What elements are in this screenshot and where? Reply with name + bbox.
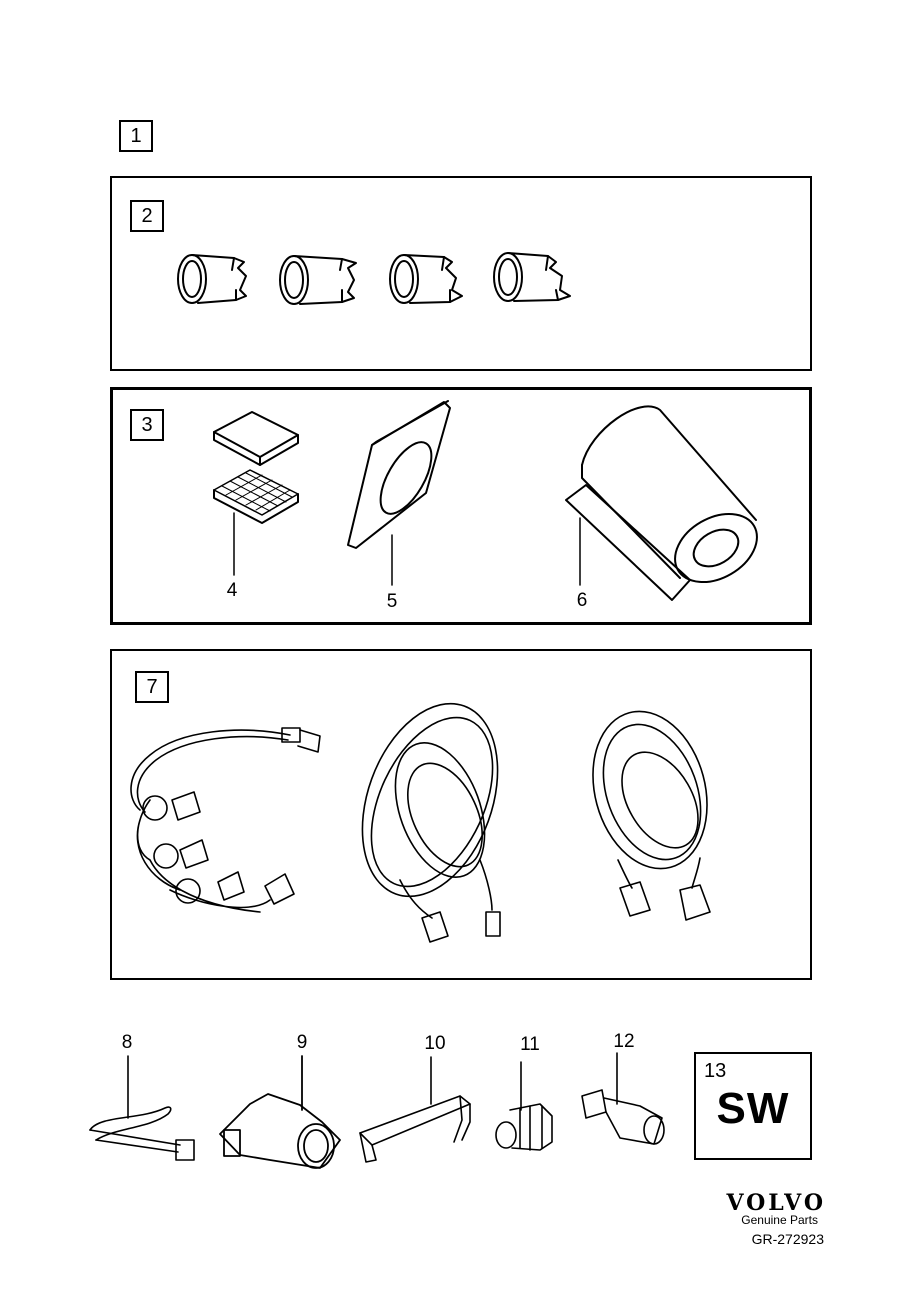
mounting-panel bbox=[110, 387, 812, 625]
gasket-icon bbox=[347, 400, 451, 586]
bracket-icon bbox=[359, 1056, 471, 1163]
brand-logo: VOLVO bbox=[726, 1190, 826, 1216]
parking-sensor-icon bbox=[219, 1055, 341, 1169]
software-box: 13 SW bbox=[694, 1052, 812, 1160]
software-number: 13 bbox=[704, 1060, 727, 1082]
callout-sensor: 9 bbox=[296, 1032, 308, 1053]
reference-code: GR-272923 bbox=[751, 1231, 824, 1247]
connector-icon bbox=[581, 1052, 665, 1145]
sensor-holder-icon bbox=[389, 254, 463, 304]
wiring-harness-icon bbox=[592, 710, 711, 921]
kit-number-box: 1 bbox=[119, 120, 153, 152]
harness-panel bbox=[110, 649, 812, 980]
sensor-holder-icon bbox=[493, 252, 571, 302]
cable-tie-icon bbox=[89, 1055, 195, 1161]
tape-roll-icon bbox=[565, 405, 758, 601]
holders-panel bbox=[110, 176, 812, 371]
grommet-icon bbox=[495, 1061, 553, 1151]
foam-pad-icon bbox=[213, 411, 299, 466]
wiring-harness-icon bbox=[361, 702, 501, 943]
callout-grommet: 11 bbox=[520, 1034, 540, 1055]
callout-bracket: 10 bbox=[424, 1033, 446, 1054]
wiring-harness-icon bbox=[130, 727, 321, 913]
brand-subtitle: Genuine Parts bbox=[741, 1213, 818, 1227]
callout-tape: 6 bbox=[576, 590, 588, 611]
sensor-holder-icon bbox=[279, 255, 357, 305]
foam-pad-icon bbox=[213, 469, 299, 576]
callout-pads: 4 bbox=[226, 580, 238, 601]
holders-number-box: 2 bbox=[130, 200, 164, 232]
harness-number-box: 7 bbox=[135, 671, 169, 703]
sensor-holder-icon bbox=[177, 254, 247, 304]
callout-cable-tie: 8 bbox=[121, 1032, 133, 1053]
callout-connector: 12 bbox=[613, 1031, 635, 1052]
callout-gasket: 5 bbox=[386, 591, 398, 612]
software-label: SW bbox=[716, 1084, 790, 1133]
mounting-number-box: 3 bbox=[130, 409, 164, 441]
